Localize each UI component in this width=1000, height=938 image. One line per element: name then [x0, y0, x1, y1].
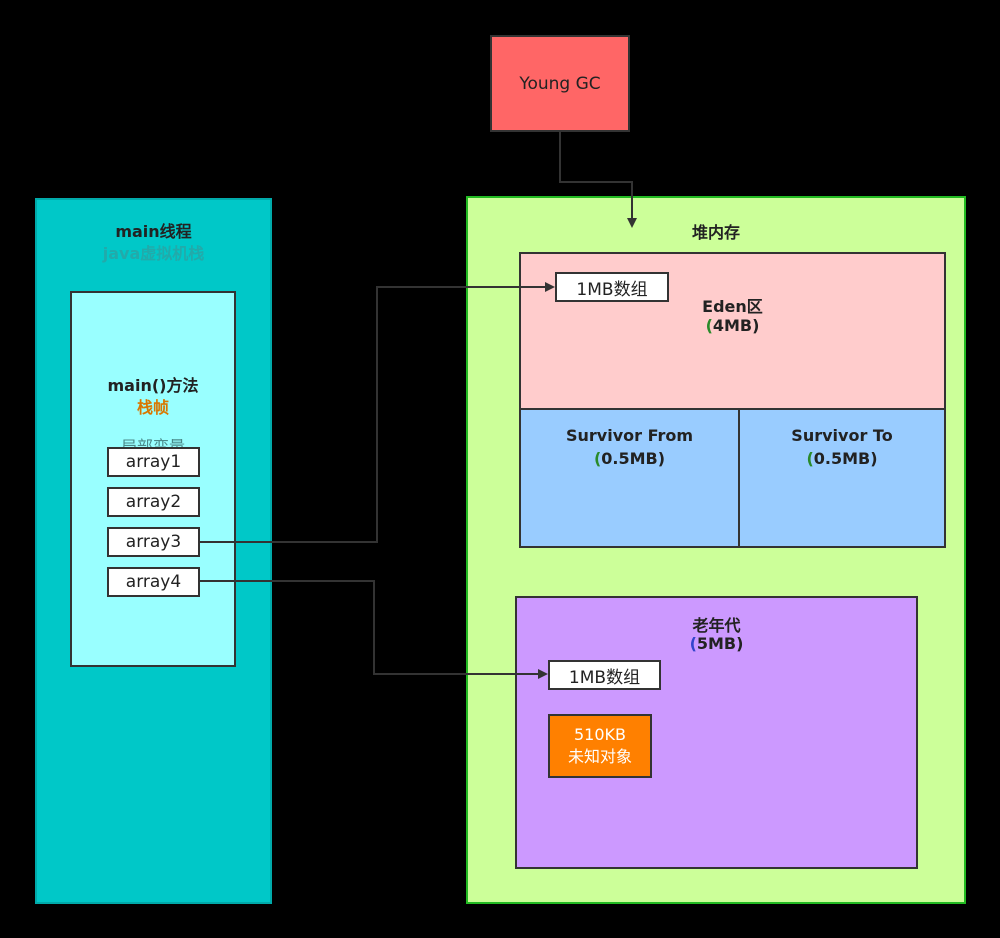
stack-frame-box: [70, 291, 236, 667]
survivor-to-size: (0.5MB): [806, 449, 878, 468]
old-gen-size: (5MB): [689, 634, 744, 653]
old-gen-array-box: 1MB数组: [548, 660, 661, 690]
unknown-object-size: 510KB: [573, 725, 626, 744]
variable-array3: array3: [107, 527, 200, 557]
survivor-from-title: Survivor From: [565, 426, 694, 445]
young-gc-label: Young GC: [519, 73, 601, 94]
eden-title: Eden区: [702, 297, 763, 316]
eden-size: (4MB): [705, 316, 760, 335]
eden-array-box: 1MB数组: [555, 272, 669, 302]
variable-array2: array2: [107, 487, 200, 517]
thread-title: main线程: [115, 222, 192, 241]
unknown-object-box: 510KB 未知对象: [548, 714, 652, 778]
thread-subtitle: java虚拟机栈: [102, 244, 205, 263]
frame-title: main()方法: [107, 376, 199, 395]
variable-array4: array4: [107, 567, 200, 597]
unknown-object-label: 未知对象: [567, 747, 632, 766]
survivor-to-box: [738, 408, 946, 548]
frame-subtitle: 栈帧: [136, 398, 169, 417]
survivor-from-box: [519, 408, 740, 548]
old-gen-title: 老年代: [692, 616, 741, 635]
locals-label: 局部变量: [120, 437, 185, 450]
array4-to-old-arrow: [200, 580, 548, 679]
heap-title: 堆内存: [691, 223, 740, 242]
young-gc-node: Young GC: [490, 35, 630, 132]
young-gc-to-heap-arrow: [559, 132, 637, 228]
survivor-to-title: Survivor To: [791, 426, 893, 445]
variable-array1: array1: [107, 447, 200, 477]
array3-to-eden-arrow: [200, 282, 555, 543]
survivor-from-size: (0.5MB): [593, 449, 666, 468]
